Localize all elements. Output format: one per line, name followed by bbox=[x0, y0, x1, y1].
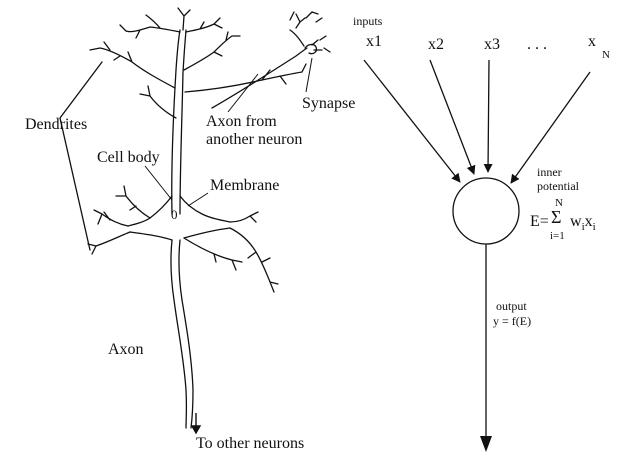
upper-left-branch bbox=[89, 41, 176, 89]
basal-dendrite-right bbox=[229, 211, 279, 293]
membrane-leader bbox=[187, 192, 209, 207]
dendrites-bracket bbox=[59, 61, 103, 251]
inner-potential-line1: inner bbox=[537, 165, 562, 179]
axon-from-label-line1: Axon from bbox=[206, 113, 277, 130]
equation-w: w bbox=[570, 213, 582, 230]
equation-term: wixi bbox=[570, 213, 596, 233]
to-other-neurons-label: To other neurons bbox=[196, 435, 305, 452]
output-equation: y = f(E) bbox=[493, 314, 532, 328]
inputs-label: inputs bbox=[353, 14, 383, 28]
equation-x: x bbox=[584, 213, 593, 230]
incoming-axon bbox=[211, 47, 308, 109]
axon bbox=[170, 239, 188, 429]
input-xn-sub: N bbox=[602, 49, 610, 61]
axon-from-label-line2: another neuron bbox=[206, 131, 303, 148]
equation-lhs: E= bbox=[530, 213, 549, 230]
input-xn-label: xN bbox=[588, 33, 610, 61]
input-arrow-3 bbox=[483, 59, 493, 173]
inner-potential-line2: potential bbox=[537, 179, 579, 193]
dendrites-label: Dendrites bbox=[25, 116, 88, 133]
ellipsis-label: . . . bbox=[527, 36, 547, 53]
input-xn-base: x bbox=[588, 33, 596, 50]
apical-dendrite bbox=[171, 29, 181, 215]
crown-branch-right bbox=[185, 17, 223, 33]
model-drawing bbox=[363, 59, 591, 452]
input-arrow-1 bbox=[363, 59, 461, 183]
crown-branch-mid bbox=[177, 7, 191, 31]
cell-body-label: Cell body bbox=[97, 149, 160, 166]
neuron-node bbox=[452, 177, 520, 245]
input-x3-label: x3 bbox=[484, 36, 500, 53]
left-upper-branch bbox=[139, 85, 177, 119]
right-tips bbox=[289, 29, 331, 53]
equation-lower-limit: i=1 bbox=[550, 230, 565, 242]
to-other-arrow bbox=[190, 413, 202, 435]
equation-upper-limit: N bbox=[555, 197, 563, 209]
input-arrow-n bbox=[510, 71, 591, 184]
axon-edge bbox=[178, 239, 194, 429]
axon-from-leader bbox=[227, 73, 259, 113]
neuron-leaders bbox=[144, 57, 313, 207]
nucleus-label: 0 bbox=[171, 207, 178, 222]
neuron-drawing bbox=[59, 7, 331, 429]
cell-body-outline bbox=[127, 195, 231, 241]
apical-dendrite-edge bbox=[179, 29, 187, 215]
input-x2-label: x2 bbox=[428, 36, 444, 53]
membrane-label: Membrane bbox=[210, 177, 280, 194]
upper-right-branch bbox=[183, 31, 241, 71]
synapse-arborization bbox=[289, 11, 323, 29]
output-label: output bbox=[496, 299, 527, 313]
input-x1-label: x1 bbox=[366, 33, 382, 50]
equation-x-sub: i bbox=[592, 221, 596, 233]
crown-branch-left bbox=[119, 14, 181, 39]
synapse-leader bbox=[305, 57, 313, 93]
basal-dendrite-left bbox=[87, 209, 131, 255]
basal-dendrite-upper-left bbox=[115, 185, 151, 219]
synapse-label: Synapse bbox=[302, 95, 356, 112]
input-arrow-2 bbox=[429, 59, 476, 175]
cell-body-leader bbox=[144, 165, 173, 201]
synapse-terminal bbox=[304, 39, 323, 55]
output-arrowhead bbox=[480, 436, 492, 452]
equation-sigma: Σ bbox=[551, 207, 562, 227]
equation-w-sub: i bbox=[581, 221, 585, 233]
basal-dendrite-lower bbox=[183, 237, 243, 271]
axon-label: Axon bbox=[108, 341, 144, 358]
